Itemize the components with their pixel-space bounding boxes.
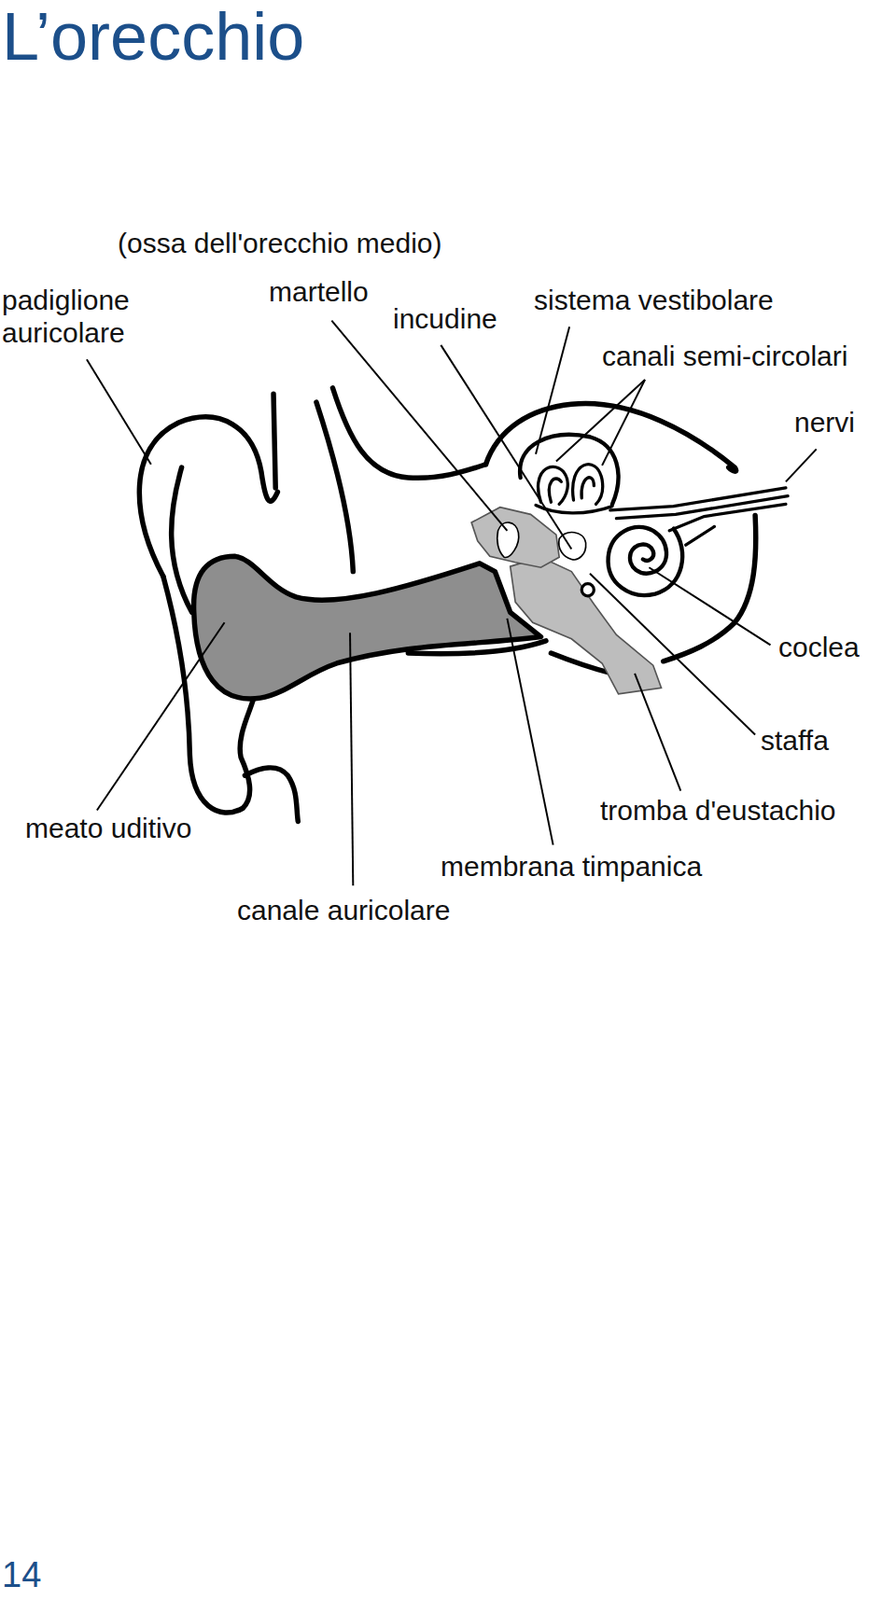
part-label: padiglione auricolare	[1, 283, 163, 350]
pinna-outline	[139, 417, 278, 577]
ear-canal	[194, 556, 542, 700]
part-label: incudine	[392, 302, 498, 336]
page-number: 14	[1, 1554, 42, 1596]
leader-line	[86, 359, 152, 465]
nerve	[669, 504, 786, 531]
skin-line	[273, 393, 276, 489]
group-label: (ossa dell'orecchio medio)	[117, 226, 443, 260]
semicircular-canal	[573, 464, 603, 505]
leader-line	[648, 567, 770, 645]
leader-line	[634, 673, 681, 792]
semicircular-canal	[538, 466, 569, 504]
cochlea	[608, 527, 684, 596]
leader-line	[785, 448, 817, 482]
ossicles	[471, 507, 560, 569]
part-label: martello	[268, 275, 369, 308]
part-label: canale auricolare	[237, 894, 450, 927]
leader-line	[506, 618, 553, 846]
tragus	[244, 768, 298, 822]
labyrinth-outline	[519, 434, 618, 504]
ear-outline	[139, 388, 756, 823]
part-label: membrana timpanica	[440, 850, 702, 883]
nerve	[686, 526, 715, 546]
antihelix	[171, 467, 193, 613]
part-label: coclea	[778, 630, 860, 664]
part-label: tromba d'eustachio	[600, 794, 837, 827]
part-label: canali semi-circolari	[602, 339, 848, 373]
skin-line	[332, 388, 486, 479]
leader-line	[535, 326, 570, 455]
part-label: staffa	[760, 724, 829, 757]
semicircular-canal	[548, 478, 561, 503]
leader-line	[589, 574, 756, 736]
leader-line	[350, 632, 353, 886]
stapes	[581, 584, 594, 597]
eustachian-tube	[510, 557, 662, 695]
leader-line	[440, 345, 572, 550]
page-title: L’orecchio	[1, 0, 305, 74]
semicircular-canal	[581, 477, 594, 499]
leader-line	[331, 321, 507, 532]
part-label: sistema vestibolare	[533, 283, 774, 317]
middle-ear	[471, 507, 661, 695]
malleus	[497, 522, 519, 558]
part-label: meato uditivo	[25, 812, 192, 845]
leader-line	[97, 622, 225, 811]
part-label: nervi	[794, 406, 855, 439]
leader-line	[602, 379, 645, 466]
leader-line	[556, 379, 645, 462]
